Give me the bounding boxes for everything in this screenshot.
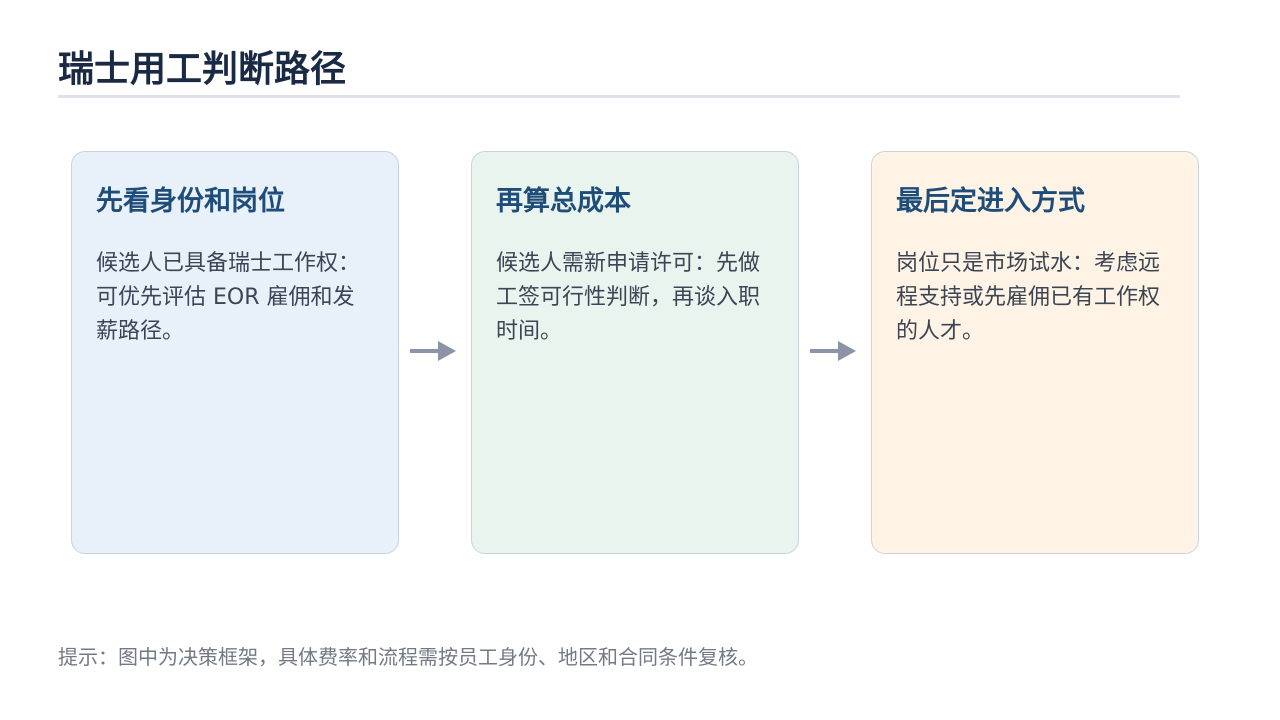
arrow-right-icon	[810, 341, 856, 361]
step-card-1: 先看身份和岗位 候选人已具备瑞士工作权：可优先评估 EOR 雇佣和发薪路径。	[71, 151, 399, 554]
step-3-title: 最后定进入方式	[896, 186, 1085, 217]
page-title: 瑞士用工判断路径	[58, 49, 347, 90]
step-2-body: 候选人需新申请许可：先做工签可行性判断，再谈入职时间。	[496, 251, 761, 344]
title-divider	[58, 95, 1180, 98]
step-3-body: 岗位只是市场试水：考虑远程支持或先雇佣已有工作权的人才。	[896, 251, 1161, 344]
step-2-title: 再算总成本	[496, 186, 631, 217]
footnote: 提示：图中为决策框架，具体费率和流程需按员工身份、地区和合同条件复核。	[58, 645, 758, 669]
step-1-body: 候选人已具备瑞士工作权：可优先评估 EOR 雇佣和发薪路径。	[96, 251, 361, 344]
step-card-3: 最后定进入方式 岗位只是市场试水：考虑远程支持或先雇佣已有工作权的人才。	[871, 151, 1199, 554]
arrow-right-icon	[410, 341, 456, 361]
step-card-2: 再算总成本 候选人需新申请许可：先做工签可行性判断，再谈入职时间。	[471, 151, 799, 554]
step-1-title: 先看身份和岗位	[96, 186, 285, 217]
